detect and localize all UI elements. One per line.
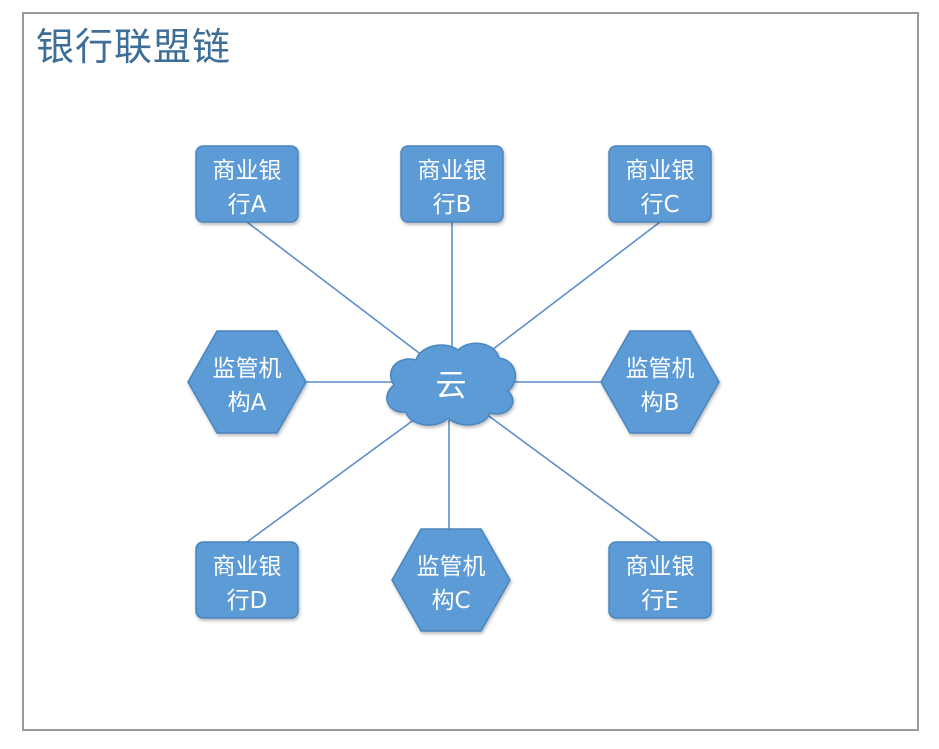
node-label-line2: 行C bbox=[640, 192, 679, 218]
connector-bank-c bbox=[483, 221, 661, 357]
cloud-node: 云 bbox=[386, 342, 517, 426]
connector-bank-a bbox=[246, 221, 424, 357]
bank-box bbox=[608, 145, 712, 223]
bank-box bbox=[608, 541, 712, 619]
cloud-icon bbox=[386, 342, 517, 426]
regulator-hexagon bbox=[600, 330, 720, 434]
diagram-title: 银行联盟链 bbox=[36, 25, 232, 69]
regulator-hexagon bbox=[187, 330, 307, 434]
connector-group bbox=[246, 221, 661, 543]
connector-bank-d bbox=[246, 407, 431, 543]
cloud-label: 云 bbox=[436, 368, 467, 404]
node-label-line1: 监管机 bbox=[213, 356, 282, 382]
node-label-line2: 构C bbox=[431, 588, 470, 614]
bank-box bbox=[195, 541, 299, 619]
connector-bank-e bbox=[477, 407, 661, 543]
node-label-line1: 商业银 bbox=[213, 554, 282, 580]
node-label-line1: 商业银 bbox=[626, 158, 695, 184]
node-label-line2: 构A bbox=[228, 390, 267, 416]
node-label-line1: 商业银 bbox=[626, 554, 695, 580]
regulator-hexagon bbox=[391, 528, 511, 632]
node-label-line1: 监管机 bbox=[626, 356, 695, 382]
node-label-line1: 商业银 bbox=[213, 158, 282, 184]
node-label-line1: 监管机 bbox=[417, 554, 486, 580]
node-label-line2: 行B bbox=[433, 192, 472, 218]
node-label-line1: 商业银 bbox=[418, 158, 487, 184]
node-label-line2: 构B bbox=[641, 390, 680, 416]
bank-box bbox=[195, 145, 299, 223]
node-label-line2: 行D bbox=[227, 588, 268, 614]
node-label-line2: 行A bbox=[228, 192, 267, 218]
bank-box bbox=[400, 145, 504, 223]
node-label-line2: 行E bbox=[641, 588, 679, 614]
